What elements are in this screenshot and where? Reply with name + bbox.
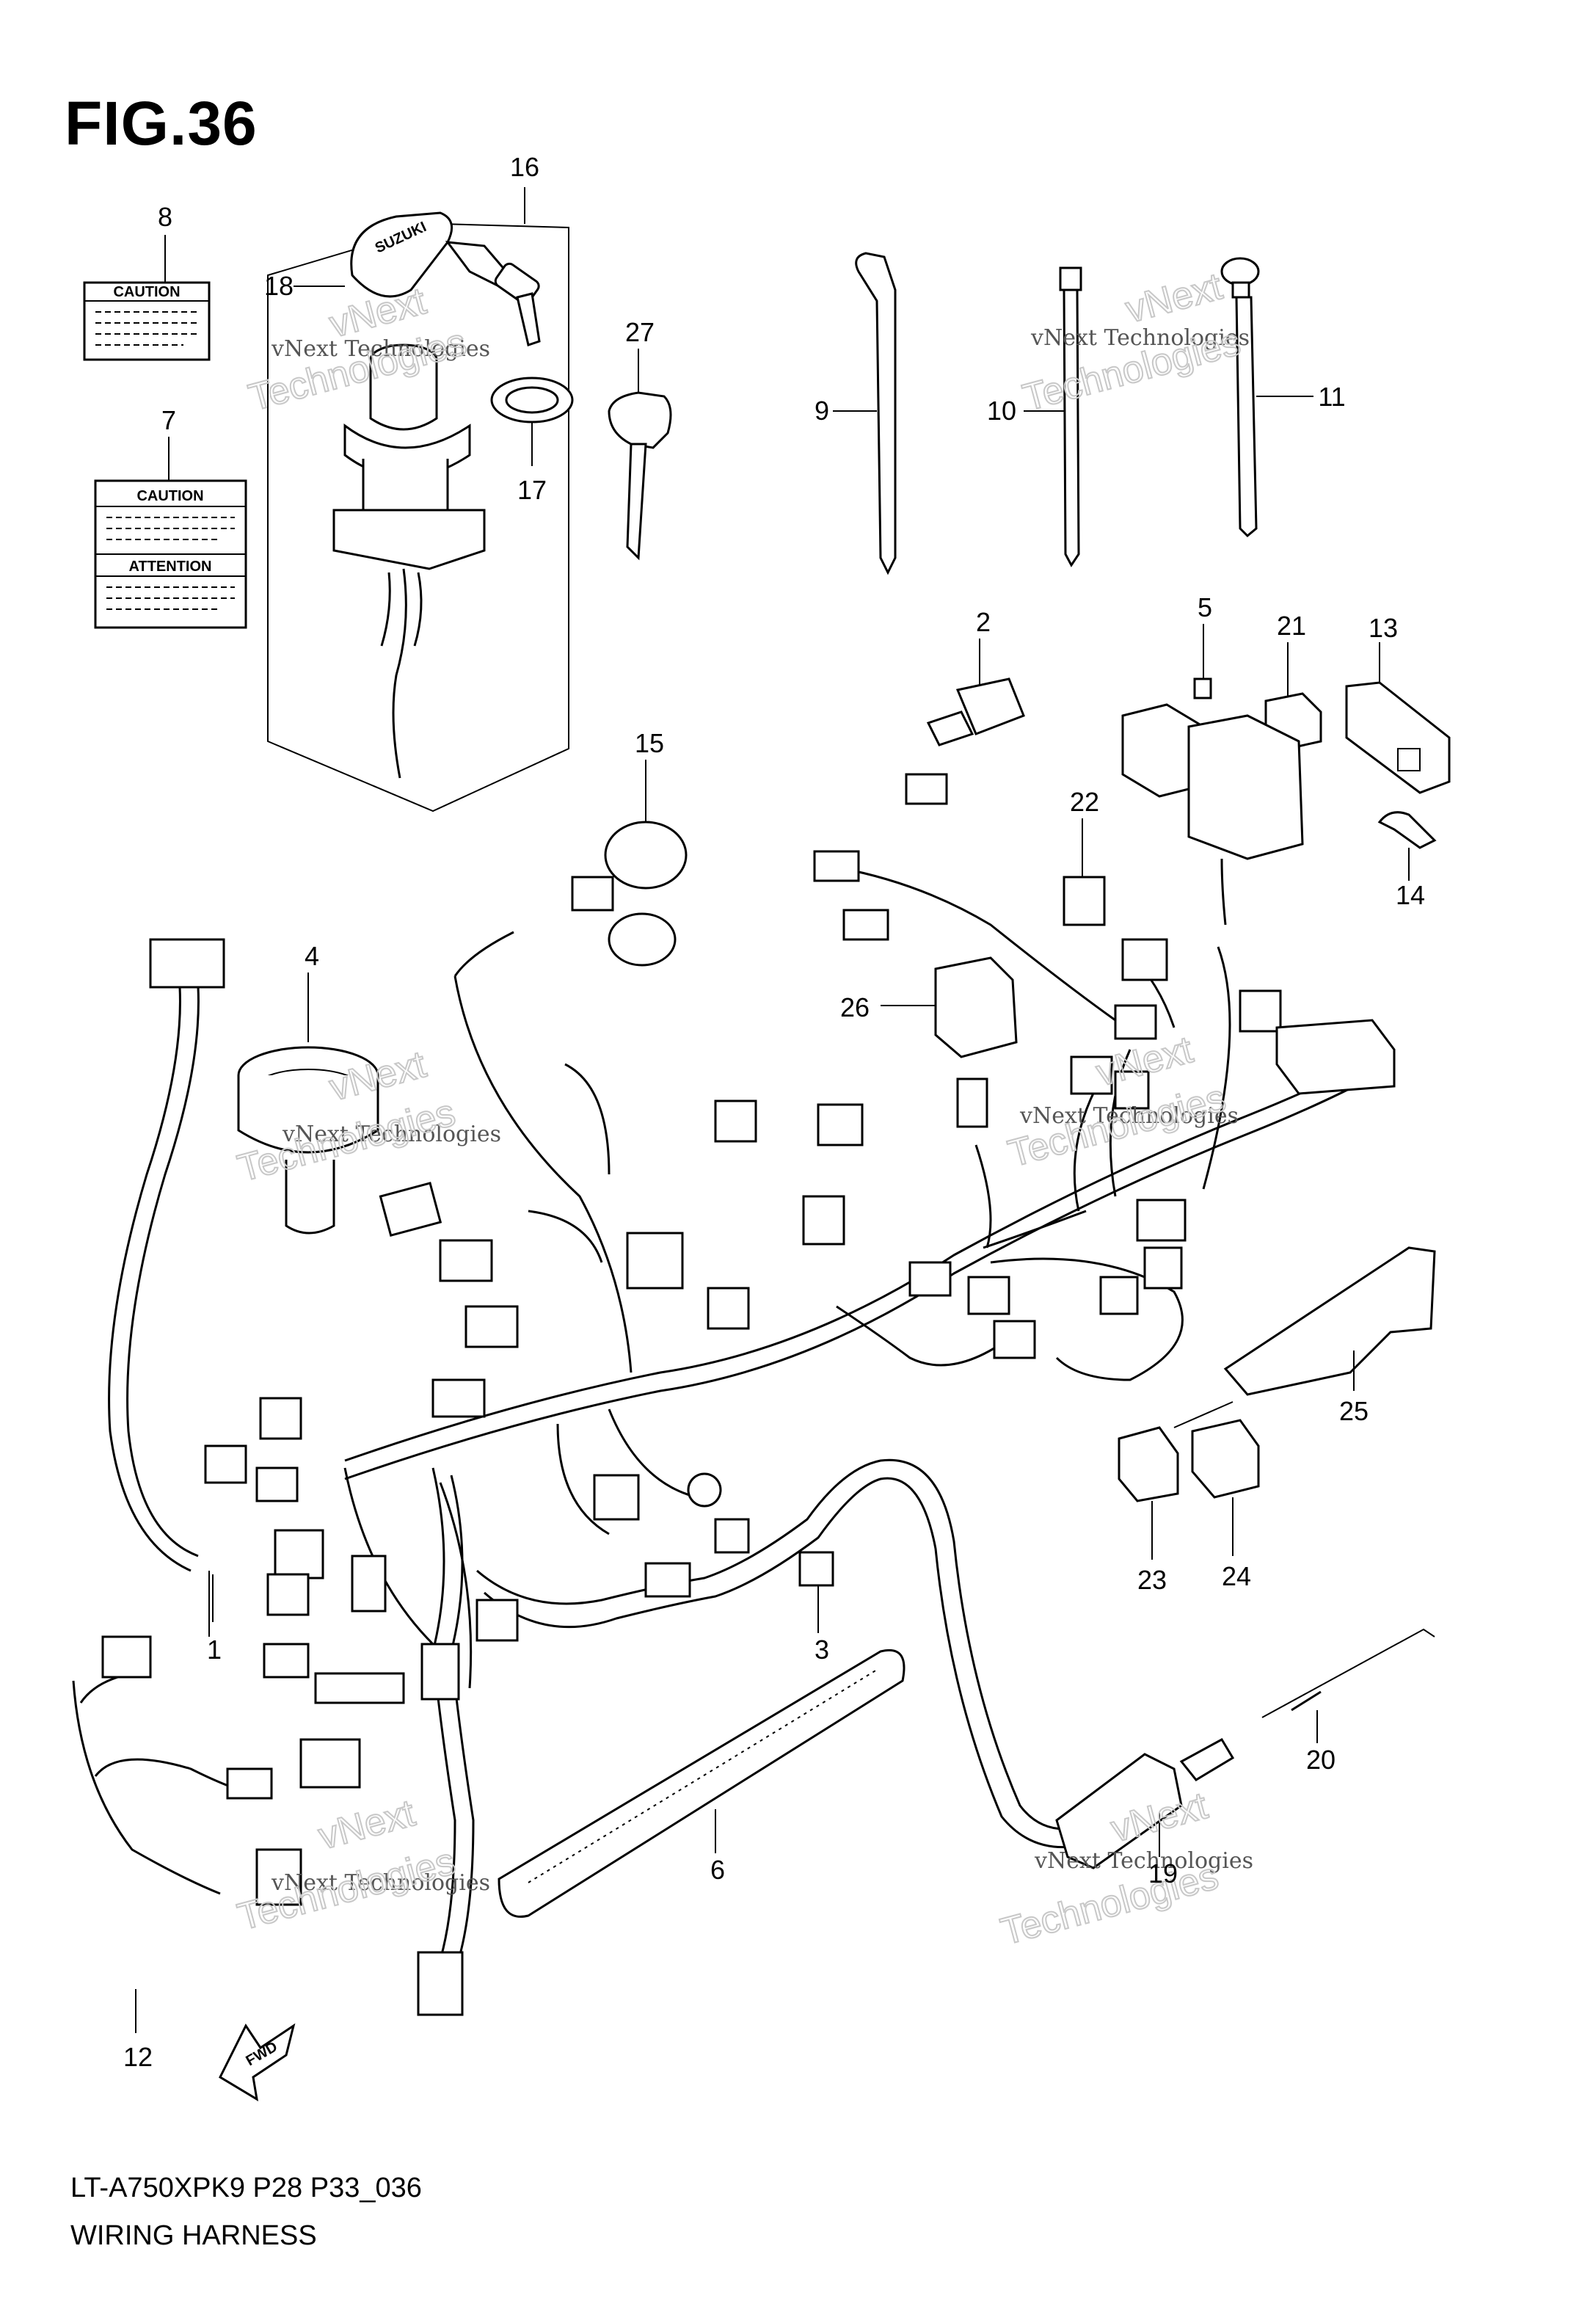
part-15-socket — [571, 760, 688, 967]
part-1-main-harness — [72, 773, 1396, 2016]
callout-16: 16 — [510, 152, 539, 182]
part-4-grommet — [237, 973, 379, 1235]
callout-10: 10 — [987, 396, 1016, 426]
callout-7: 7 — [161, 405, 176, 435]
part-22-connector — [1063, 818, 1106, 926]
callout-13: 13 — [1369, 613, 1398, 643]
callout-24: 24 — [1222, 1561, 1251, 1591]
part-27-spare-key — [608, 349, 672, 561]
part-10-cable-tie — [1024, 266, 1082, 567]
caution-text-2: CAUTION — [136, 488, 203, 504]
part-23-coupler — [1118, 1401, 1234, 1560]
callout-12: 12 — [123, 2042, 153, 2072]
callout-11: 11 — [1318, 382, 1345, 412]
footer-section-name: WIRING HARNESS — [70, 2220, 317, 2251]
watermark-big-3: vNext — [1121, 265, 1227, 332]
watermark-2: vNext Technologies — [1030, 325, 1250, 351]
callout-2: 2 — [976, 607, 991, 637]
callout-26: 26 — [840, 992, 870, 1022]
callout-numbers: 1 2 3 4 5 6 7 8 9 10 11 12 13 14 15 16 1… — [123, 152, 1425, 2072]
callout-14: 14 — [1396, 880, 1425, 910]
callout-18: 18 — [264, 271, 294, 301]
part-24-coupler — [1191, 1419, 1260, 1556]
watermark-6: vNext Technologies — [1034, 1848, 1253, 1874]
callout-3: 3 — [815, 1635, 829, 1665]
part-2-terminal-cover — [926, 639, 1025, 746]
part-13-bracket — [1345, 642, 1451, 794]
part-11-cable-tie — [1220, 257, 1313, 538]
part-5-fuse — [1193, 624, 1212, 699]
callout-21: 21 — [1277, 611, 1306, 641]
part-20-spring-pin — [1261, 1628, 1435, 1743]
part-19-sensor — [1055, 1737, 1235, 1869]
callout-20: 20 — [1306, 1745, 1336, 1775]
callout-4: 4 — [305, 941, 319, 971]
callout-17: 17 — [517, 475, 547, 505]
watermark-1: vNext Technologies — [271, 336, 490, 362]
callout-27: 27 — [625, 317, 655, 347]
fwd-arrow-icon: FWD — [219, 2023, 296, 2101]
fuse-box — [1121, 703, 1304, 926]
part-18-key: SUZUKI — [294, 211, 541, 346]
watermark-big-9: vNext — [314, 1792, 420, 1858]
part-14-clamp — [1377, 811, 1437, 881]
watermark-3: vNext Technologies — [282, 1122, 501, 1147]
callout-25: 25 — [1339, 1396, 1369, 1426]
part-9-cable-tie — [833, 252, 897, 575]
callout-6: 6 — [710, 1855, 725, 1885]
part-25-bracket — [1223, 1246, 1436, 1396]
part-16-ignition-switch-assembly: SUZUKI — [267, 187, 574, 813]
footer-model-code: LT-A750XPK9 P28 P33_036 — [70, 2173, 422, 2203]
part-6-corrugated-tube — [498, 1649, 906, 1918]
watermark-5: vNext Technologies — [271, 1870, 490, 1896]
caution-text: CAUTION — [113, 284, 180, 300]
callout-9: 9 — [815, 396, 829, 426]
part-7-caution-attention-label: CAUTION ATTENTION — [94, 437, 247, 629]
callout-15: 15 — [635, 728, 664, 758]
part-3-clip — [798, 1551, 834, 1633]
callout-22: 22 — [1070, 787, 1099, 817]
callout-19: 19 — [1148, 1858, 1178, 1889]
watermark-4: vNext Technologies — [1019, 1103, 1239, 1129]
figure-title: FIG.36 — [65, 89, 258, 158]
callout-23: 23 — [1137, 1565, 1167, 1595]
callout-1: 1 — [207, 1635, 222, 1665]
callout-8: 8 — [158, 202, 172, 232]
attention-text: ATTENTION — [129, 559, 212, 575]
callout-5: 5 — [1198, 592, 1212, 622]
part-26-relay — [881, 956, 1018, 1058]
part-8-caution-label: CAUTION — [83, 235, 211, 361]
